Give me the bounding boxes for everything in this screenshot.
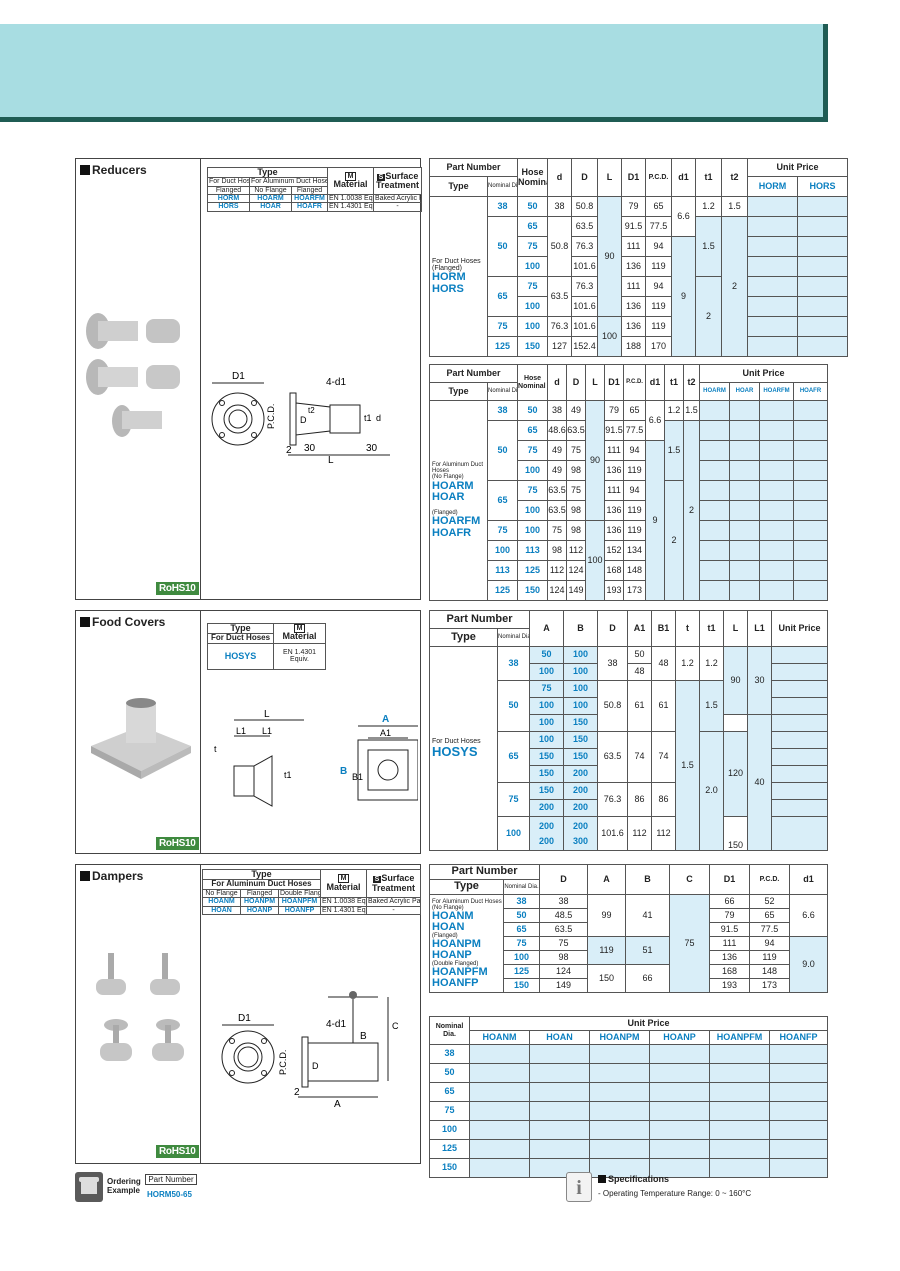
svg-text:L1: L1 [262, 726, 272, 736]
svg-text:C: C [392, 1021, 399, 1031]
reducers-photo [86, 313, 180, 437]
section-title: Dampers [80, 869, 143, 883]
rohs-badge: RoHS10 [156, 837, 199, 850]
section-title: Reducers [80, 163, 147, 177]
svg-text:L: L [328, 455, 334, 466]
svg-text:B1: B1 [352, 772, 363, 782]
svg-text:2: 2 [286, 445, 292, 456]
header-band [0, 24, 828, 122]
svg-text:A1: A1 [380, 728, 391, 738]
svg-text:t: t [214, 744, 217, 754]
svg-text:P.C.D.: P.C.D. [278, 1050, 288, 1075]
food-cover-photo [91, 698, 191, 779]
svg-text:B: B [360, 1031, 367, 1042]
svg-text:30: 30 [366, 443, 378, 454]
food-cover-drawing: L L1 L1 t t1 A A1 B B1 [214, 709, 418, 807]
specifications-text: - Operating Temperature Range: 0 ~ 160°C [598, 1189, 752, 1198]
ordering-example: Ordering Example Part Number HORM50-65 [75, 1172, 225, 1206]
svg-text:A: A [334, 1099, 341, 1107]
rohs-badge: RoHS10 [156, 1145, 199, 1158]
ordering-label: Ordering Example [107, 1177, 141, 1195]
svg-text:A: A [382, 714, 389, 725]
ordering-example-code: HORM50-65 [147, 1190, 192, 1199]
part-number-label: Part Number [145, 1174, 197, 1185]
svg-text:t1: t1 [364, 413, 372, 423]
dampers-drawing: D1 4-d1 B C P.C.D. D 2 A [221, 991, 399, 1107]
rohs-badge: RoHS10 [156, 582, 199, 595]
info-icon: i [566, 1172, 592, 1202]
svg-text:t1: t1 [284, 770, 292, 780]
svg-text:d: d [376, 413, 381, 423]
phone-icon [75, 1172, 103, 1202]
svg-text:D1: D1 [238, 1013, 251, 1024]
svg-text:4-d1: 4-d1 [326, 1019, 346, 1030]
svg-text:B: B [340, 766, 347, 777]
svg-text:D: D [300, 415, 307, 425]
specifications-title: Specifications [608, 1174, 670, 1184]
svg-text:4-d1: 4-d1 [326, 377, 346, 388]
svg-text:t2: t2 [308, 406, 315, 415]
svg-text:D1: D1 [232, 371, 245, 382]
svg-text:L1: L1 [236, 726, 246, 736]
svg-text:L: L [264, 709, 270, 720]
specifications-note: i Specifications - Operating Temperature… [566, 1172, 786, 1206]
svg-text:30: 30 [304, 443, 316, 454]
reducers-drawing: D1 4-d1 P.C.D. D t2 t1 d 2 30 L 30 [211, 371, 390, 466]
svg-text:D: D [312, 1061, 319, 1071]
svg-text:P.C.D.: P.C.D. [266, 404, 276, 429]
dampers-photo [96, 953, 184, 1061]
section-title: Food Covers [80, 615, 165, 629]
svg-text:2: 2 [294, 1087, 300, 1098]
